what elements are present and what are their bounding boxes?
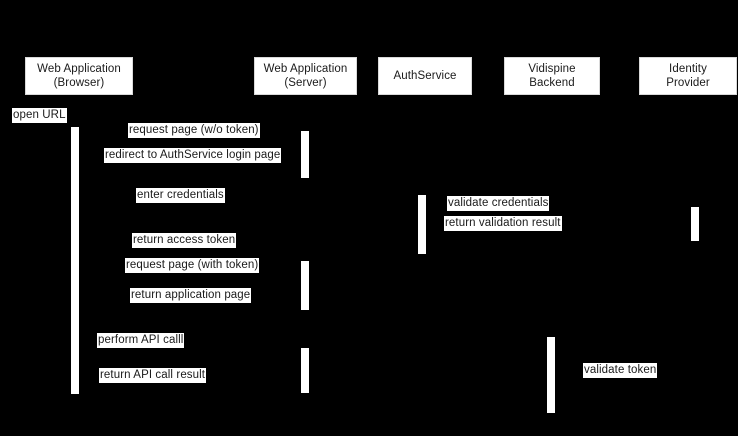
activation-bar-server bbox=[301, 131, 309, 178]
message-label-m3: redirect to AuthService login page bbox=[104, 148, 282, 163]
message-label-m11: validate token bbox=[583, 363, 658, 378]
message-line-m11 bbox=[555, 379, 691, 380]
message-label-m4: enter credentials bbox=[136, 188, 225, 203]
participant-vidispine[interactable]: Vidispine Backend bbox=[504, 57, 600, 95]
message-line-m1 bbox=[12, 126, 75, 127]
message-line-m8 bbox=[79, 274, 301, 275]
message-line-m7 bbox=[79, 249, 418, 250]
lifeline-identity bbox=[687, 95, 688, 436]
activation-bar-auth bbox=[418, 195, 426, 254]
lifeline-auth bbox=[422, 95, 423, 436]
message-line-m2 bbox=[79, 138, 301, 139]
lifeline-vidispine bbox=[551, 95, 552, 436]
message-label-m6: return validation result bbox=[444, 216, 562, 231]
participant-server[interactable]: Web Application (Server) bbox=[254, 57, 357, 95]
message-line-m12 bbox=[79, 384, 301, 385]
message-line-m5 bbox=[426, 212, 691, 213]
message-label-m5: validate credentials bbox=[447, 196, 550, 211]
activation-bar-vidispine bbox=[547, 337, 555, 413]
message-label-m1: open URL bbox=[12, 108, 67, 123]
participant-identity[interactable]: Identity Provider bbox=[639, 57, 737, 95]
message-line-m9 bbox=[79, 304, 301, 305]
participant-browser[interactable]: Web Application (Browser) bbox=[25, 57, 133, 95]
message-label-m2: request page (w/o token) bbox=[128, 123, 260, 138]
message-line-m6 bbox=[426, 232, 691, 233]
message-line-m10 bbox=[79, 349, 301, 350]
message-label-m8: request page (with token) bbox=[125, 258, 260, 273]
activation-bar-server bbox=[301, 261, 309, 310]
activation-bar-browser bbox=[71, 127, 79, 394]
message-label-m12: return API call result bbox=[99, 368, 207, 383]
message-label-m10: perform API calll bbox=[97, 333, 185, 348]
participant-auth[interactable]: AuthService bbox=[378, 57, 472, 95]
message-label-m7: return access token bbox=[132, 233, 237, 248]
message-label-m9: return application page bbox=[130, 288, 252, 303]
activation-bar-identity bbox=[691, 207, 699, 241]
message-line-m3 bbox=[79, 164, 301, 165]
activation-bar-server bbox=[301, 348, 309, 393]
message-line-m4 bbox=[79, 204, 418, 205]
